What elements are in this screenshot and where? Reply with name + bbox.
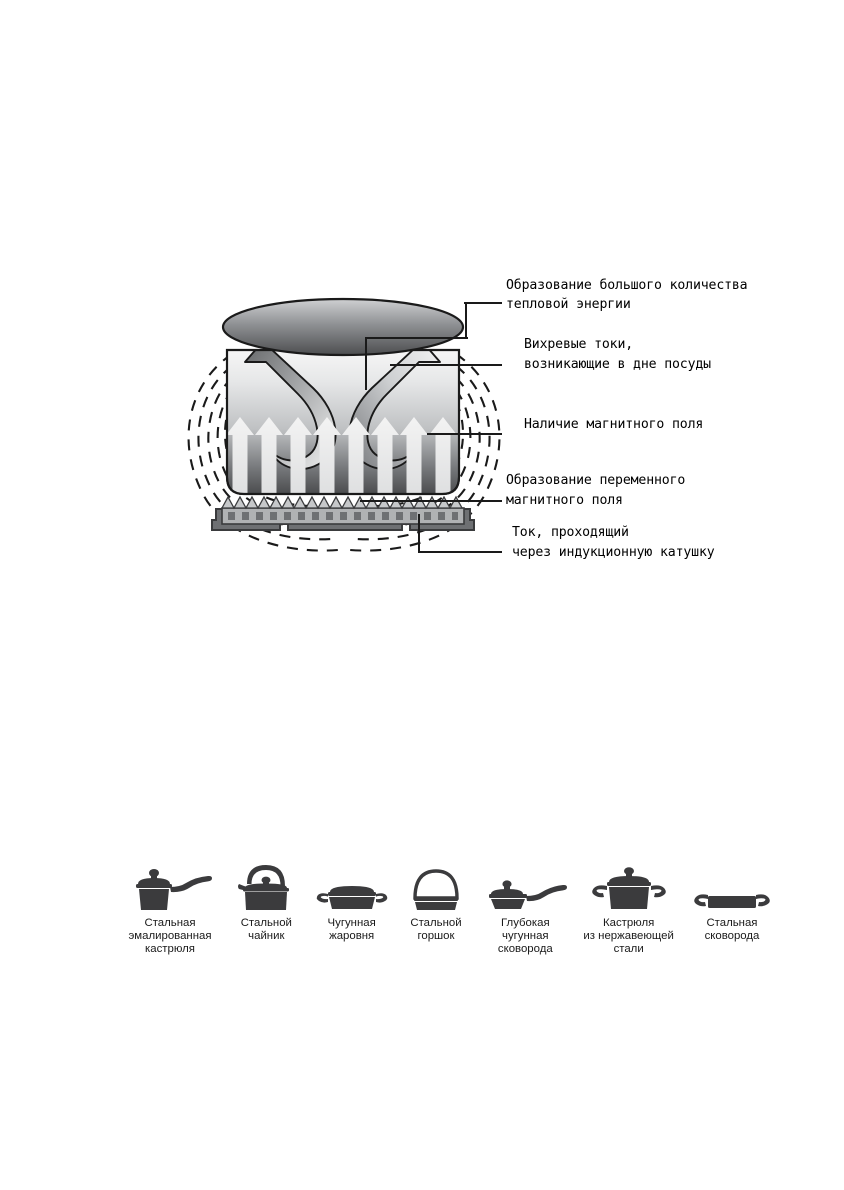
heat-arrows [227, 417, 457, 494]
cookware-caption: Стальной горшок [410, 917, 462, 943]
cookware-item: Стальной чайник [226, 862, 306, 943]
cookware-item: Чугунная жаровня [311, 862, 393, 943]
cookware-item: Глубокая чугунная сковорода [479, 862, 571, 957]
induction-coil [211, 495, 475, 531]
pot [221, 297, 465, 496]
cookware-item: Кастрюля из нержавеющей стали [576, 862, 682, 957]
cookware-caption: Глубокая чугунная сковорода [497, 917, 553, 956]
stainless-steel-pot-icon [587, 862, 671, 914]
cookware-item: Стальная сковорода [686, 862, 778, 943]
leader-lines [360, 302, 502, 553]
cookware-caption: Стальная эмалированная кастрюля [128, 917, 212, 956]
cookware-caption: Кастрюля из нержавеющей стали [583, 917, 674, 956]
label-heat-energy-line1: Образование большого количества [506, 278, 747, 293]
steel-frying-pan-icon [692, 862, 772, 914]
cookware-caption: Стальная сковорода [704, 917, 760, 943]
cast-iron-roasting-pan-icon [314, 862, 390, 914]
label-coil-current-line1: Ток, проходящий [512, 525, 629, 540]
label-alternating-field-line1: Образование переменного [506, 473, 685, 488]
label-eddy-currents-line2: возникающие в дне посуды [524, 357, 711, 372]
label-coil-current-line2: через индукционную катушку [512, 545, 715, 560]
diagram-labels: Образование большого количества тепловой… [506, 278, 748, 560]
label-alternating-field-line2: магнитного поля [506, 493, 623, 508]
cookware-item: Стальная эмалированная кастрюля [118, 862, 222, 957]
induction-diagram: Образование большого количества тепловой… [170, 262, 790, 562]
deep-cast-iron-frying-pan-icon [481, 862, 569, 914]
steel-enamelled-saucepan-icon [124, 862, 216, 914]
cookware-item: Стальной горшок [397, 862, 475, 943]
cookware-caption: Чугунная жаровня [327, 917, 376, 943]
label-magnetic-field-presence: Наличие магнитного поля [524, 417, 703, 432]
steel-kettle-icon [235, 862, 297, 914]
cookware-caption: Стальной чайник [240, 917, 292, 943]
compatible-cookware-row: Стальная эмалированная кастрюля С [118, 862, 778, 977]
label-eddy-currents-line1: Вихревые токи, [524, 337, 633, 352]
steel-pot-icon [405, 862, 467, 914]
label-heat-energy-line2: тепловой энергии [506, 297, 631, 312]
pot-rim-ellipse [221, 297, 465, 357]
